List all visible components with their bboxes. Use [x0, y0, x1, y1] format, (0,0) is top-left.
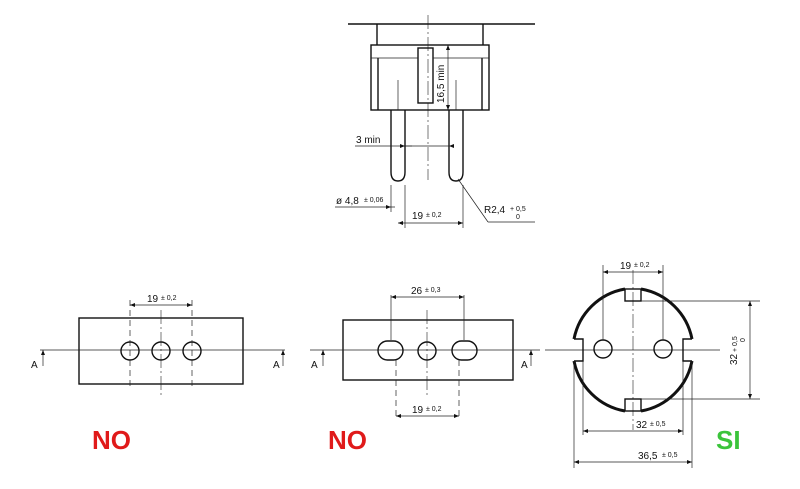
dim-pitch-tolerance: ± 0,2 — [426, 212, 442, 219]
verdict-right: SI — [716, 425, 741, 455]
socket-option-middle: A A 26 ± 0,3 19 ± 0,2 — [310, 286, 540, 420]
dim-pitch-tolerance: ± 0,2 — [634, 262, 650, 269]
dim-pin-length-label: 16,5 min — [436, 65, 447, 103]
socket-option-right: 19 ± 0,2 32 + 0,5 0 32 ± 0,5 36,5 ± 0,5 — [545, 261, 760, 468]
dim-outer-width-tolerance: ± 0,5 — [662, 452, 678, 459]
dim-outer-label: 26 — [411, 286, 423, 297]
dim-pitch-tolerance: ± 0,2 — [426, 406, 442, 413]
dim-height-tol-lower: 0 — [740, 338, 747, 342]
section-label-right: A — [273, 360, 280, 371]
dim-radius-label: R2,4 — [484, 205, 506, 216]
dim-outer-width-label: 36,5 — [638, 451, 658, 462]
plug-side-view: 16,5 min 3 min ø 4,8 ± 0,06 19 ± 0,2 R2,… — [335, 15, 535, 228]
dim-pitch-label: 19 — [620, 261, 632, 272]
verdict-middle: NO — [328, 425, 367, 455]
section-label-left: A — [31, 360, 38, 371]
dim-pitch-label: 19 — [412, 405, 424, 416]
dim-radius-tol-lower: 0 — [516, 214, 520, 221]
dim-pitch-tolerance: ± 0,2 — [161, 295, 177, 302]
dim-pitch-label: 19 — [412, 211, 424, 222]
dim-pitch-label: 19 — [147, 294, 159, 305]
dim-height-tol-upper: + 0,5 — [732, 336, 739, 352]
dim-inner-width-label: 32 — [636, 420, 648, 431]
dim-radius-tol-upper: + 0,5 — [510, 206, 526, 213]
dim-diameter-label: ø 4,8 — [336, 196, 359, 207]
dim-gap-label: 3 min — [356, 135, 380, 146]
section-label-right: A — [521, 360, 528, 371]
dim-outer-tolerance: ± 0,3 — [425, 287, 441, 294]
dim-diameter-tolerance: ± 0,06 — [364, 197, 384, 204]
dim-height-label: 32 — [729, 353, 740, 365]
verdict-left: NO — [92, 425, 131, 455]
socket-option-left: A A 19 ± 0,2 — [31, 294, 285, 395]
dim-inner-width-tolerance: ± 0,5 — [650, 421, 666, 428]
section-label-left: A — [311, 360, 318, 371]
